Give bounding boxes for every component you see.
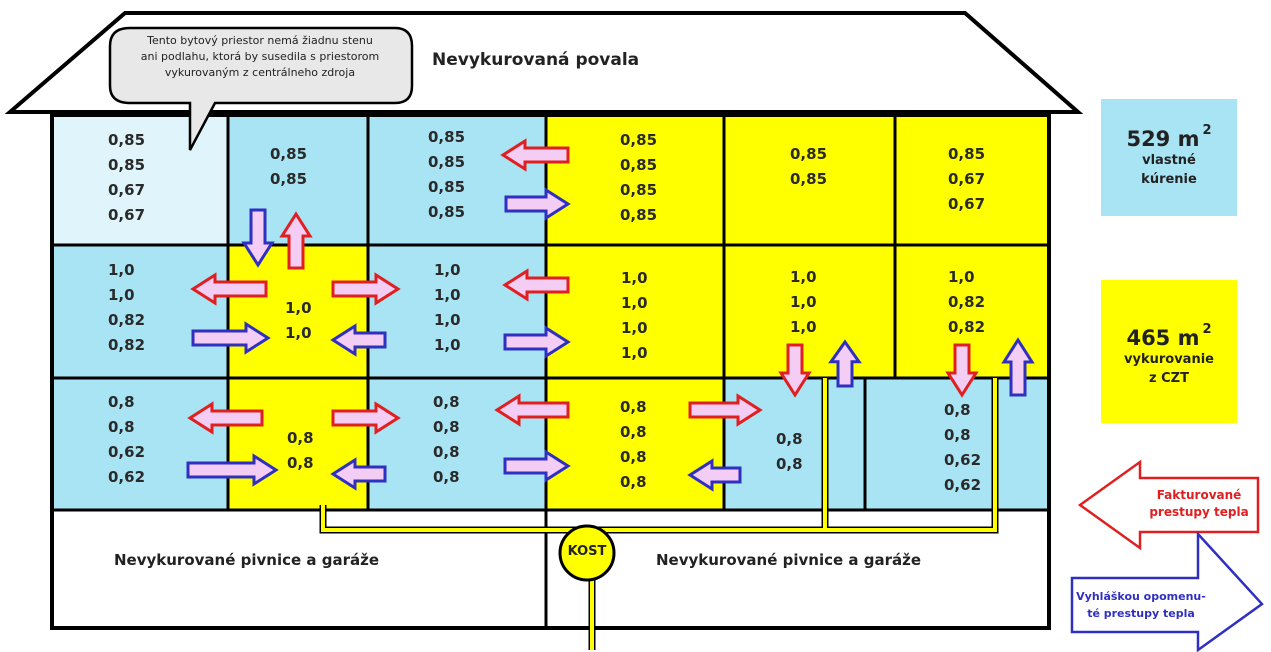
- billed-arrow: [279, 211, 313, 270]
- apartment-cell-top-1: [50, 113, 230, 247]
- apartment-cell-top-4: [544, 113, 726, 247]
- house-frame: [50, 113, 1051, 630]
- omitted-arrow: [828, 339, 862, 388]
- apartment-values-top-2: 0,85 0,85: [270, 145, 308, 188]
- apartment-values-middle-4: 1,0 1,0 1,0 1,0: [621, 269, 648, 362]
- kost-label: KOST: [567, 544, 607, 559]
- apartment-values-middle-3: 1,0 1,0 1,0 1,0: [434, 261, 461, 354]
- bubble-line: vykurovaným z centrálneho zdroja: [164, 66, 356, 79]
- apartment-cell-bottom-5: [722, 376, 867, 512]
- apartment-values-middle-1: 1,0 1,0 0,82 0,82: [108, 261, 146, 354]
- billed-arrow: [331, 401, 401, 435]
- apartment-values-top-3: 0,85 0,85 0,85 0,85: [428, 128, 466, 221]
- legend-omitted-text: Vyhláškou opomenu- té prestupy tepla: [1074, 588, 1208, 622]
- billed-arrow: [502, 268, 570, 302]
- apartment-values-middle-2: 1,0 1,0: [285, 299, 312, 342]
- legend-central-line2: z CZT: [1149, 370, 1189, 386]
- billed-arrow: [190, 272, 268, 306]
- basement-left-label: Nevykurované pivnice a garáže: [114, 551, 380, 569]
- billed-arrow: [688, 393, 763, 427]
- omitted-arrow: [191, 321, 271, 355]
- omitted-arrow: [186, 453, 279, 487]
- billed-arrow: [500, 138, 570, 172]
- apartment-values-bottom-1: 0,8 0,8 0,62 0,62: [108, 393, 146, 486]
- omitted-arrow: [687, 458, 742, 492]
- bubble-line: Tento bytový priestor nemá žiadnu stenu: [147, 34, 373, 47]
- legend-omitted-line1: Vyhláškou opomenu-: [1076, 590, 1206, 603]
- apartment-values-bottom-4: 0,8 0,8 0,8 0,8: [620, 398, 647, 491]
- legend-own-line1: vlastné: [1142, 152, 1196, 168]
- bubble-note: Tento bytový priestor nemá žiadnu stenu …: [112, 33, 408, 81]
- apartment-values-top-1: 0,85 0,85 0,67 0,67: [108, 131, 146, 224]
- billed-arrow: [494, 393, 570, 427]
- legend-billed-arrow: [1077, 459, 1260, 551]
- legend-central-area-sup: 2: [1202, 321, 1212, 337]
- apartment-cell-bottom-2: [226, 376, 370, 512]
- apartment-cell-top-5: [722, 113, 897, 247]
- bubble-line: ani podlahu, ktorá by susedila s priesto…: [140, 50, 380, 63]
- apartment-values-middle-5: 1,0 1,0 1,0: [790, 268, 817, 336]
- omitted-arrow: [504, 187, 571, 221]
- legend-own-swatch: [1101, 99, 1237, 216]
- legend-central-area-value: 465 m: [1126, 325, 1200, 350]
- apartment-values-top-5: 0,85 0,85: [790, 145, 828, 188]
- legend-omitted-line2: té prestupy tepla: [1087, 607, 1195, 620]
- apartment-values-bottom-2: 0,8 0,8: [287, 429, 314, 472]
- apartment-cells: [50, 113, 1051, 512]
- legend-omitted-arrow: [1070, 530, 1264, 652]
- legend-billed-text: Fakturované prestupy tepla: [1140, 487, 1258, 521]
- omitted-arrow: [503, 325, 571, 359]
- legend-billed-line1: Fakturované: [1156, 488, 1242, 502]
- legend-own-line2: kúrenie: [1141, 171, 1197, 187]
- legend-own-area-value: 529 m: [1126, 126, 1200, 151]
- apartment-cell-bottom-4: [544, 376, 726, 512]
- attic-label: Nevykurovaná povala: [432, 50, 640, 70]
- apartment-values-bottom-5: 0,8 0,8: [776, 430, 803, 473]
- speech-bubble: [108, 26, 414, 151]
- apartment-values-bottom-3: 0,8 0,8 0,8 0,8: [433, 393, 460, 486]
- apartment-values-middle-6: 1,0 0,82 0,82: [948, 268, 986, 336]
- apartment-values-top-6: 0,85 0,67 0,67: [948, 145, 986, 213]
- apartment-cell-middle-1: [50, 243, 230, 380]
- omitted-arrow: [330, 457, 387, 491]
- legend-billed-line2: prestupy tepla: [1149, 505, 1249, 519]
- apartment-cell-top-6: [893, 113, 1051, 247]
- billed-arrow: [778, 343, 812, 398]
- kost-circle: [558, 524, 616, 582]
- apartment-cell-top-3: [366, 113, 548, 247]
- basement-right-label: Nevykurované pivnice a garáže: [656, 551, 922, 569]
- billed-arrow: [187, 401, 264, 435]
- legend-own-area-sup: 2: [1202, 122, 1212, 138]
- apartment-values-bottom-6: 0,8 0,8 0,62 0,62: [944, 401, 982, 494]
- omitted-arrow: [1001, 337, 1035, 397]
- heat-flow-arrows: [186, 138, 1035, 492]
- apartment-values-top-4: 0,85 0,85 0,85 0,85: [620, 131, 658, 224]
- billed-arrow: [945, 343, 979, 398]
- omitted-arrow: [241, 208, 275, 268]
- omitted-arrow: [503, 449, 571, 483]
- billed-arrow: [331, 272, 401, 306]
- omitted-arrow: [330, 323, 387, 357]
- legend-central-line1: vykurovanie: [1124, 351, 1214, 367]
- apartment-cell-bottom-6: [863, 376, 1051, 512]
- legend-central-swatch: [1101, 280, 1237, 423]
